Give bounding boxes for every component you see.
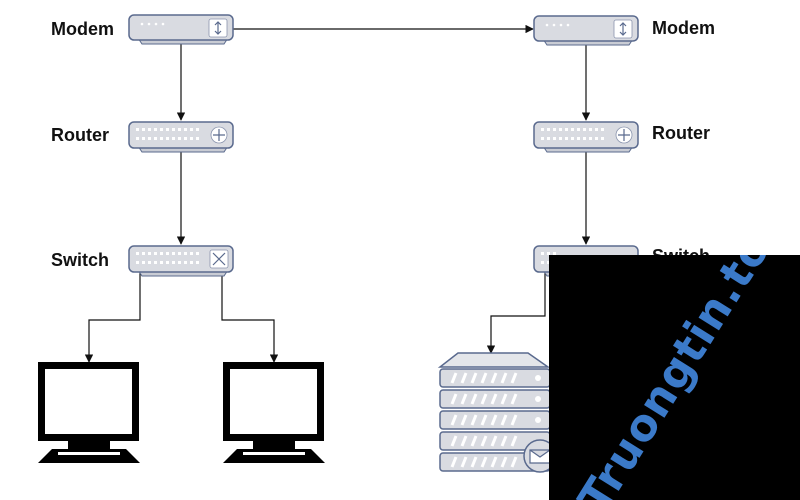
router-icon: [533, 121, 639, 153]
link-left-switch-computer-1: [84, 273, 141, 363]
switch-icon: [128, 245, 234, 277]
modem-icon: [533, 15, 639, 46]
link-left-switch-computer-2: [221, 273, 279, 363]
left-modem-label: Modem: [51, 19, 114, 39]
server-rack-icon: [437, 352, 557, 473]
right-router-label: Router: [652, 123, 710, 143]
monitor-icon: [38, 362, 140, 463]
link-right-switch-server: [486, 273, 546, 354]
watermark-text: Truongtin.top: [569, 255, 799, 500]
left-switch-label: Switch: [51, 250, 110, 270]
watermark-overlay: Truongtin.top: [549, 255, 800, 500]
left-router-label: Router: [51, 125, 109, 145]
router-icon: [128, 121, 234, 153]
connectors: [84, 24, 591, 363]
right-modem-label: Modem: [652, 18, 715, 38]
modem-icon: [128, 14, 234, 45]
monitor-icon: [223, 362, 325, 463]
